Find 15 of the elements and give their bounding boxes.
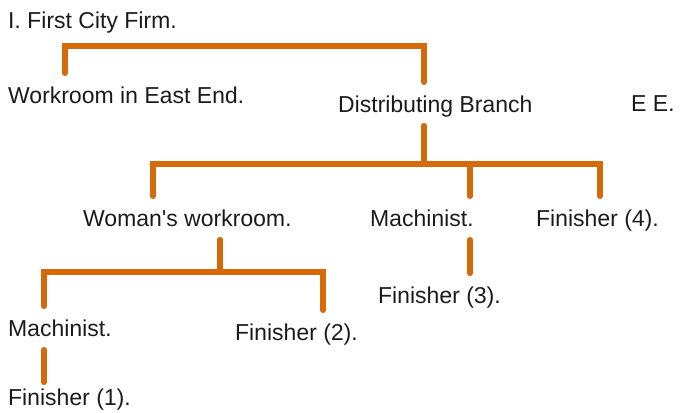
connector-line xyxy=(467,237,473,276)
node-label: Finisher (4). xyxy=(536,206,659,230)
node-label: I. First City Firm. xyxy=(8,8,177,32)
node-label: Machinist. xyxy=(8,316,112,340)
node-label: Distributing Branch xyxy=(338,92,532,116)
connector-line xyxy=(217,237,326,313)
node-label: Woman's workroom. xyxy=(83,206,292,230)
connector-line xyxy=(41,347,47,385)
node-label: Machinist. xyxy=(370,206,474,230)
note-label: E E. xyxy=(631,92,674,115)
node-label: Finisher (3). xyxy=(378,284,501,306)
connector-line xyxy=(421,123,603,199)
node-label: Finisher (2). xyxy=(235,320,358,344)
node-label: Finisher (1). xyxy=(8,386,131,408)
node-label: Workroom in East End. xyxy=(8,84,244,106)
